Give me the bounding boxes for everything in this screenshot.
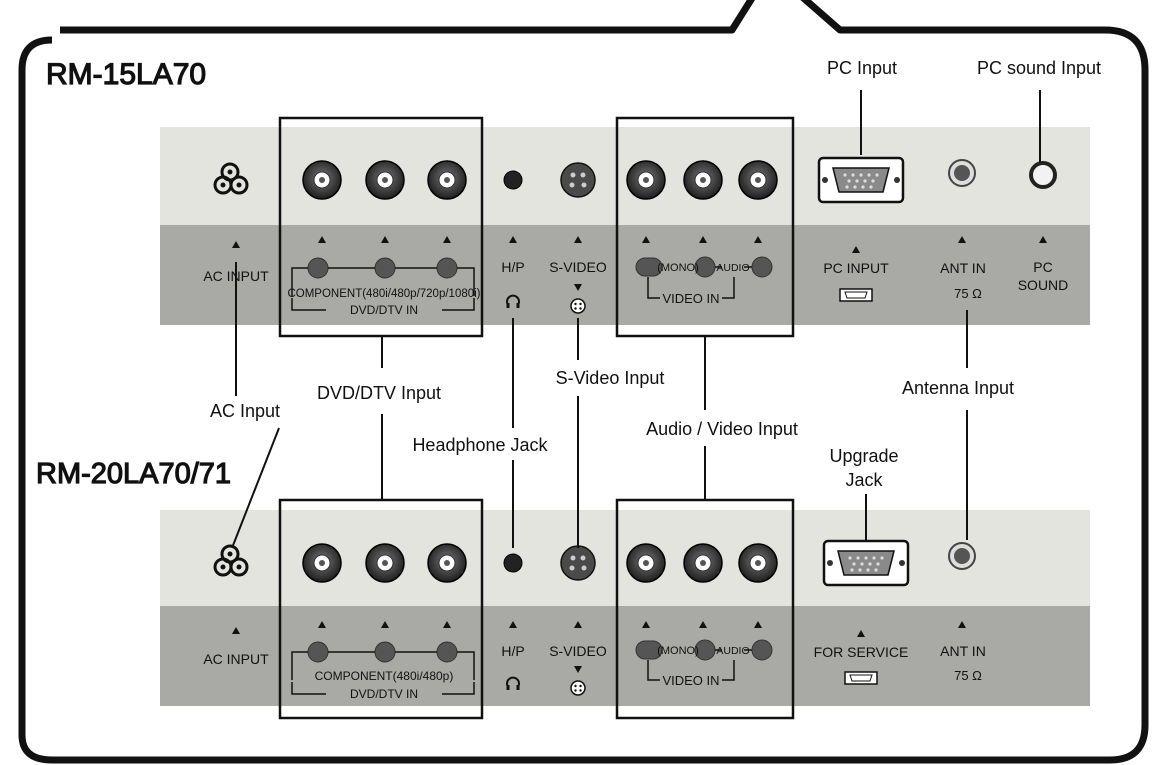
bottom-component-markers <box>307 641 458 663</box>
bottom-video-in-bracket <box>647 660 735 681</box>
top-hp-label: H/P <box>501 259 524 275</box>
bottom-s-video-jack <box>560 545 596 581</box>
callout-pc-sound-input: PC sound Input <box>977 58 1101 78</box>
top-dvd-dtv-in-label: DVD/DTV IN <box>350 303 418 317</box>
top-video-in-label: VIDEO IN <box>662 291 719 306</box>
callout-s-video-input: S-Video Input <box>556 368 665 388</box>
top-ohm-label: 75 Ω <box>954 286 982 301</box>
top-component-markers <box>307 257 458 279</box>
av-jack-audio-l <box>683 160 723 200</box>
bottom-ac-input-label: AC INPUT <box>203 651 269 667</box>
bottom-dvd-bracket <box>291 682 475 695</box>
top-dvd-bracket <box>291 298 475 311</box>
top-s-video-icon <box>570 298 586 314</box>
bottom-service-port-icon <box>844 671 878 685</box>
bottom-av-jack-video <box>626 543 666 583</box>
bottom-audio-label: AUDIO <box>716 645 749 657</box>
bottom-headphone-jack <box>503 553 523 573</box>
av-jack-video <box>626 160 666 200</box>
av-jack-audio-r <box>738 160 778 200</box>
callout-pc-input: PC Input <box>827 58 897 78</box>
top-audio-label: AUDIO <box>716 262 749 274</box>
top-arrows <box>232 236 1047 291</box>
component-jack-pr <box>427 160 467 200</box>
bottom-panel: AC INPUT COMPONENT(480i/480p) DVD/DTV IN… <box>160 498 1090 720</box>
antenna-jack <box>948 159 976 187</box>
bottom-hp-label: H/P <box>501 643 524 659</box>
bottom-antenna-jack <box>948 542 976 570</box>
component-jack-pb <box>365 160 405 200</box>
callout-upgrade-jack-line1: Upgrade <box>829 446 898 466</box>
upgrade-jack-port <box>822 539 910 587</box>
top-ant-in-label: ANT IN <box>940 260 986 276</box>
callout-ac-input: AC Input <box>210 401 280 421</box>
callout-headphone-jack: Headphone Jack <box>412 435 548 455</box>
callout-upgrade-jack-line2: Jack <box>845 470 883 490</box>
model-label-bottom: RM-20LA70/71 <box>36 458 231 490</box>
top-pc-input-label: PC INPUT <box>823 260 889 276</box>
callout-lines <box>231 90 1041 549</box>
bottom-dvd-dtv-in-label: DVD/DTV IN <box>350 687 418 701</box>
bottom-arrows <box>232 621 966 673</box>
pc-sound-jack <box>1029 161 1057 189</box>
bottom-s-video-icon <box>570 680 586 696</box>
s-video-jack <box>560 162 596 198</box>
bottom-av-jack-audio-r <box>738 543 778 583</box>
bottom-component-label: COMPONENT(480i/480p) <box>315 669 454 683</box>
top-component-bracket <box>291 267 475 296</box>
pc-input-port <box>817 156 905 204</box>
top-panel: AC INPUT COMPONENT(480i/480p/720p/1080i)… <box>160 116 1090 338</box>
model-label-top: RM-15LA70 <box>46 58 206 91</box>
top-pc-sound-label-1: PC <box>1033 259 1052 275</box>
top-component-label: COMPONENT(480i/480p/720p/1080i) <box>287 288 480 300</box>
bottom-ant-in-label: ANT IN <box>940 643 986 659</box>
top-video-in-bracket <box>647 277 735 299</box>
top-pc-input-icon <box>839 288 873 302</box>
bottom-ohm-label: 75 Ω <box>954 668 982 683</box>
bottom-component-jack-pr <box>427 543 467 583</box>
top-s-video-label: S-VIDEO <box>549 259 607 275</box>
bottom-video-in-label: VIDEO IN <box>662 673 719 688</box>
bottom-mono-label: (MONO) <box>657 645 699 657</box>
bottom-s-video-label: S-VIDEO <box>549 643 607 659</box>
bottom-av-markers <box>635 639 773 661</box>
bottom-component-jack-pb <box>365 543 405 583</box>
bottom-for-service-label: FOR SERVICE <box>814 644 909 660</box>
bottom-av-jack-audio-l <box>683 543 723 583</box>
top-av-markers <box>635 256 773 278</box>
component-jack-y <box>302 160 342 200</box>
headphone-jack <box>503 170 523 190</box>
callout-dvd-dtv-input: DVD/DTV Input <box>317 383 441 403</box>
top-pc-sound-label-2: SOUND <box>1018 277 1069 293</box>
bottom-component-bracket <box>291 651 475 680</box>
bottom-component-jack-y <box>302 543 342 583</box>
callout-antenna-input: Antenna Input <box>902 378 1014 398</box>
top-mono-label: (MONO) <box>657 262 699 274</box>
callout-audio-video-input: Audio / Video Input <box>646 419 798 439</box>
outer-frame <box>18 0 1149 764</box>
